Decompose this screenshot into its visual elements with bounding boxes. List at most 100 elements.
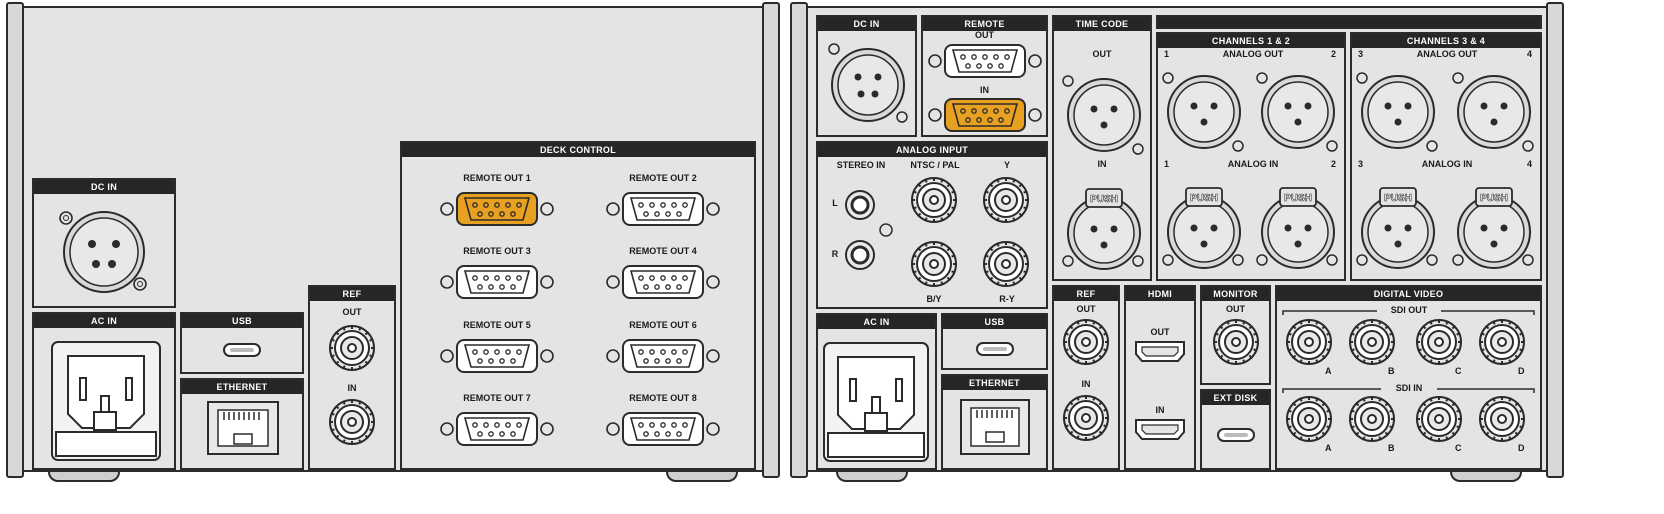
remote-out-label: REMOTE OUT 7 [463, 393, 531, 403]
xlr-in-connector[interactable]: PUSH [1444, 170, 1540, 274]
bnc-connector[interactable] [1414, 317, 1464, 367]
remote-in-label: IN [980, 85, 989, 95]
remote-out-label: REMOTE OUT 6 [629, 320, 697, 330]
svg-text:PUSH: PUSH [1480, 193, 1508, 204]
sdi-letter: A [1325, 443, 1332, 453]
sdi-letter: C [1455, 443, 1462, 453]
foot [836, 472, 908, 482]
foot [666, 472, 738, 482]
bnc-connector[interactable] [981, 239, 1031, 289]
panel-header: ETHERNET [943, 376, 1046, 390]
ntsc-pal-label: NTSC / PAL [910, 160, 960, 170]
stereo-in-label: STEREO IN [836, 160, 886, 170]
xlr-in-connector[interactable]: PUSH [1348, 170, 1444, 274]
bnc-connector[interactable] [327, 397, 377, 447]
bnc-connector[interactable] [909, 175, 959, 225]
svg-text:PUSH: PUSH [1090, 194, 1118, 205]
y-label: Y [1003, 160, 1010, 170]
hdmi-port[interactable] [1126, 417, 1194, 443]
sdi-letter: D [1518, 443, 1525, 453]
db9-connector[interactable] [437, 338, 557, 374]
panel-header: ETHERNET [182, 380, 302, 394]
bnc-connector[interactable] [1061, 393, 1111, 443]
xlr-out-connector[interactable] [1154, 64, 1250, 160]
bnc-connector[interactable] [1061, 317, 1111, 367]
xlr-4pin-connector[interactable] [34, 194, 174, 304]
ref-in-label: IN [347, 383, 357, 393]
xlr-4pin-connector[interactable] [818, 31, 916, 135]
tc-in-label: IN [1097, 159, 1107, 169]
iec-power-socket[interactable] [818, 329, 936, 469]
bnc-connector[interactable] [1284, 317, 1334, 367]
bnc-connector[interactable] [1347, 317, 1397, 367]
bnc-connector[interactable] [1284, 394, 1334, 444]
ref-out-label: OUT [342, 307, 362, 317]
xlr-out-connector[interactable] [1348, 64, 1444, 160]
ry-label: R-Y [999, 294, 1015, 304]
db9-connector[interactable] [437, 264, 557, 300]
bnc-connector[interactable] [909, 239, 959, 289]
xlr-out-connector[interactable] [1054, 67, 1150, 163]
xlr-in-connector[interactable]: PUSH [1154, 170, 1250, 274]
ethernet-panel: ETHERNET [941, 374, 1048, 470]
rj45-port[interactable] [182, 394, 302, 468]
xlr-in-connector[interactable]: PUSH [1248, 170, 1344, 274]
panel-header: DC IN [818, 17, 915, 31]
foot [48, 472, 120, 482]
ac-in-panel: AC IN [32, 312, 176, 470]
bnc-connector[interactable] [1347, 394, 1397, 444]
hdmi-port[interactable] [1126, 339, 1194, 365]
right-rack-ear [1546, 2, 1564, 478]
iec-power-socket[interactable] [34, 328, 174, 468]
xlr-out-connector[interactable] [1444, 64, 1540, 160]
channels-top-bar [1156, 15, 1542, 29]
rj45-port[interactable] [943, 390, 1047, 468]
monitor-out-label: OUT [1226, 304, 1245, 314]
time-code-panel: TIME CODE OUT IN PUSH [1052, 15, 1152, 281]
db9-connector[interactable] [603, 338, 723, 374]
xlr-out-connector[interactable] [1248, 64, 1344, 160]
db9-connector-highlighted[interactable] [925, 97, 1045, 133]
panel-header: AC IN [818, 315, 935, 329]
l-label: L [832, 198, 838, 208]
foot [1450, 472, 1522, 482]
panel-header: MONITOR [1202, 287, 1269, 301]
bnc-connector[interactable] [981, 175, 1031, 225]
usb-c-port[interactable] [1202, 405, 1270, 465]
usb-c-port[interactable] [943, 329, 1047, 369]
dc-in-panel: DC IN [816, 15, 917, 137]
panel-header: REF [310, 287, 394, 301]
db9-connector[interactable] [603, 264, 723, 300]
ref-out-label: OUT [1076, 304, 1096, 314]
db9-connector-highlighted[interactable] [437, 191, 557, 227]
usb-c-port[interactable] [182, 328, 302, 372]
xlr-in-connector[interactable]: PUSH [1054, 171, 1150, 275]
sdi-letter: A [1325, 366, 1332, 376]
sdi-in-label: SDI IN [1381, 383, 1437, 393]
channel-number: 4 [1526, 159, 1532, 169]
db9-connector[interactable] [603, 191, 723, 227]
db9-connector[interactable] [437, 411, 557, 447]
bnc-connector[interactable] [1414, 394, 1464, 444]
deck-control-panel: DECK CONTROL REMOTE OUT 1 REMOTE OUT 2 R… [400, 141, 756, 470]
svg-text:PUSH: PUSH [1284, 193, 1312, 204]
svg-text:PUSH: PUSH [1384, 193, 1412, 204]
svg-text:PUSH: PUSH [1190, 193, 1218, 204]
analog-in-label: ANALOG IN [1421, 159, 1473, 169]
bnc-connector[interactable] [1211, 317, 1261, 367]
left-rack-ear [762, 2, 780, 478]
ref-panel: REF OUT IN [1052, 285, 1120, 470]
hdmi-in-label: IN [1155, 405, 1165, 415]
dc-in-panel: DC IN [32, 178, 176, 308]
bnc-connector[interactable] [1477, 317, 1527, 367]
bnc-connector[interactable] [1477, 394, 1527, 444]
monitor-panel: MONITOR OUT [1200, 285, 1271, 385]
rca-jacks[interactable] [818, 157, 1050, 307]
remote-out-label: REMOTE OUT 5 [463, 320, 531, 330]
analog-out-label: ANALOG OUT [1222, 49, 1284, 59]
sdi-out-label: SDI OUT [1377, 305, 1441, 315]
db9-connector[interactable] [603, 411, 723, 447]
db9-connector[interactable] [925, 43, 1045, 79]
channels-1-2-panel: CHANNELS 1 & 2 1 ANALOG OUT 2 1 ANALOG I… [1156, 32, 1346, 281]
bnc-connector[interactable] [327, 323, 377, 373]
